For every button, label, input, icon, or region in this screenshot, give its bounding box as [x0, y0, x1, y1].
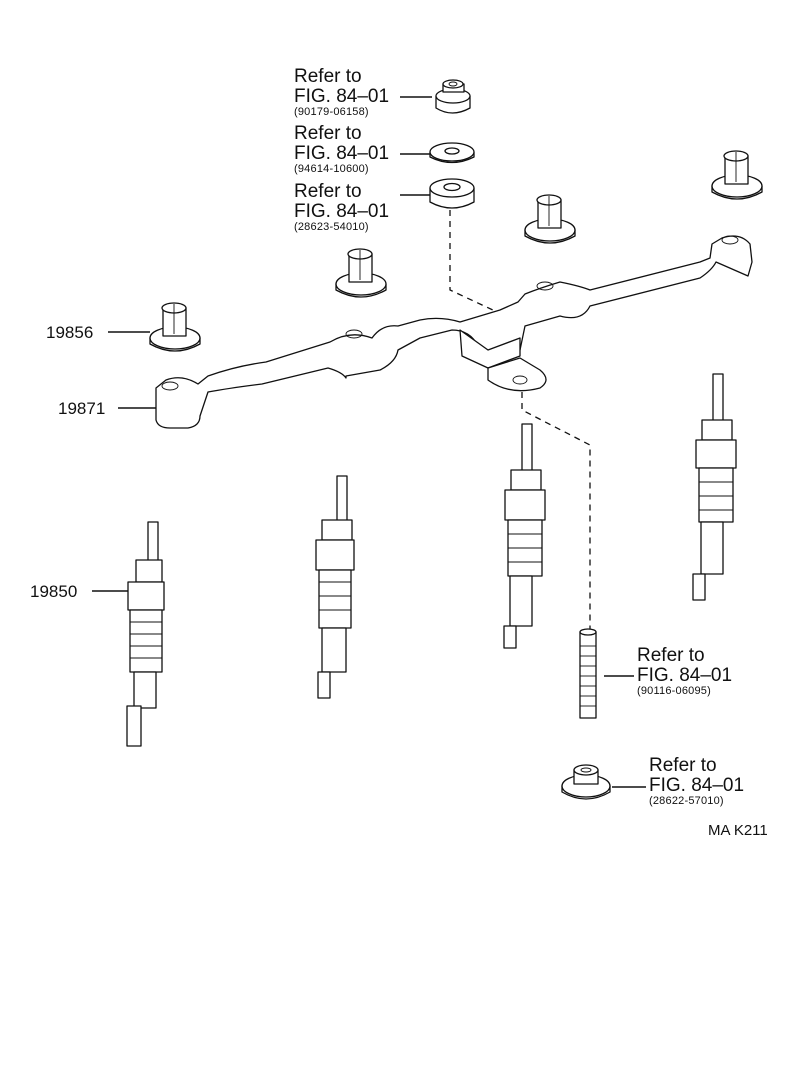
ref-line1-nut: Refer to	[294, 66, 362, 87]
glow-plug-icon	[126, 521, 165, 747]
ref-line1-flange-nut: Refer to	[649, 755, 717, 776]
callout-connector-terminal: 19856	[46, 323, 94, 342]
bus-bar-icon	[155, 235, 753, 429]
ref-line2-nut: FIG. 84–01	[294, 86, 390, 107]
ref-line2-flange-nut: FIG. 84–01	[649, 775, 745, 796]
ref-part-grommet: (28623-54010)	[294, 221, 369, 233]
ref-part-washer: (94614-10600)	[294, 163, 369, 175]
glow-plug-icon	[503, 423, 546, 649]
connector-terminal-icon	[149, 302, 201, 352]
connector-terminal-icon	[711, 150, 763, 200]
ref-part-nut: (90179-06158)	[294, 106, 369, 118]
callout-bus-bar: 19871	[58, 399, 106, 418]
washer-icon	[429, 142, 475, 164]
leader-lines	[92, 96, 646, 788]
glow-plug-icon	[692, 373, 737, 601]
ref-line2-washer: FIG. 84–01	[294, 143, 390, 164]
ref-line1-grommet: Refer to	[294, 181, 362, 202]
ref-line1-washer: Refer to	[294, 123, 362, 144]
ref-line2-stud: FIG. 84–01	[637, 665, 733, 686]
callout-glow-plug: 19850	[30, 582, 78, 601]
figure-code: MA K211	[708, 822, 768, 839]
ref-part-flange-nut: (28622-57010)	[649, 795, 724, 807]
ref-line2-grommet: FIG. 84–01	[294, 201, 390, 222]
ref-line1-stud: Refer to	[637, 645, 705, 666]
stud-bolt-icon	[579, 628, 597, 719]
connector-terminal-icon	[335, 248, 387, 298]
flange-nut-icon	[561, 764, 611, 800]
grommet-icon	[429, 178, 475, 209]
nut-icon	[435, 79, 471, 114]
dashed-alignment-lines	[449, 210, 591, 630]
ref-part-stud: (90116-06095)	[637, 685, 711, 697]
connector-terminal-icon	[524, 194, 576, 244]
glow-plug-icon	[315, 475, 355, 699]
